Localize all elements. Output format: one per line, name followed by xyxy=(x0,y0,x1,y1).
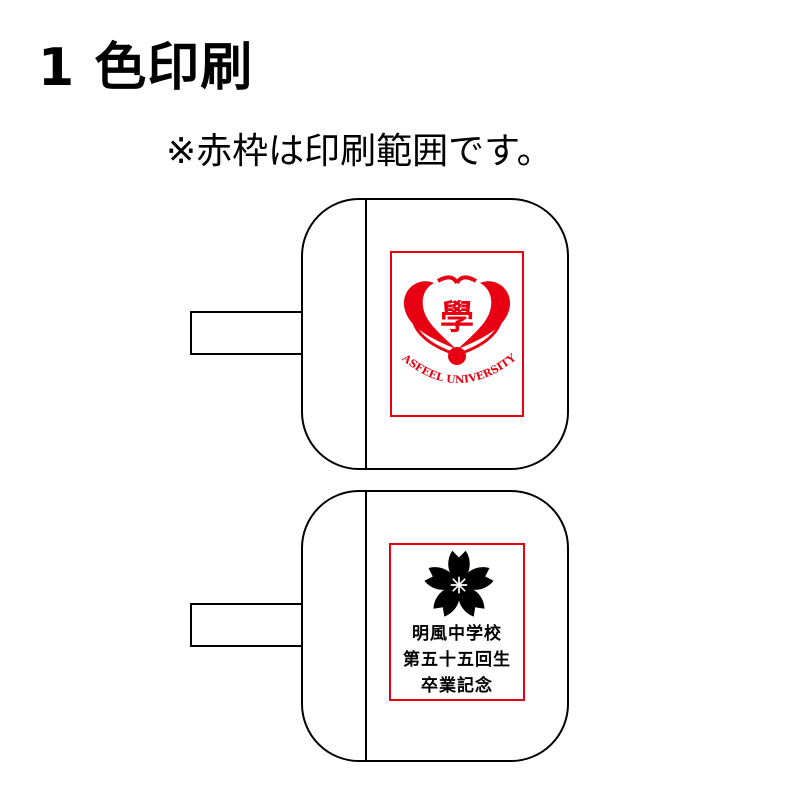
strap-tab xyxy=(190,311,308,355)
commemorative-text: 明風中学校 第五十五回生 卒業記念 xyxy=(391,621,523,699)
print-line-2: 第五十五回生 xyxy=(403,650,511,670)
emblem-glyph: 學 xyxy=(440,298,474,338)
university-emblem-logo: 學 ASFEEL UNIVERSITY xyxy=(399,275,519,386)
print-line-3: 卒業記念 xyxy=(421,676,493,696)
seam-line xyxy=(365,490,367,762)
sakura-icon xyxy=(424,550,494,617)
print-area-frame: 學 ASFEEL UNIVERSITY xyxy=(390,251,524,417)
emblem-inner-right xyxy=(455,275,478,285)
product-mockup-2: 明風中学校 第五十五回生 卒業記念 xyxy=(190,490,570,762)
emblem-inner-left xyxy=(436,275,459,285)
emblem-arc-right xyxy=(461,314,504,355)
strap-tab xyxy=(190,603,308,647)
seam-line xyxy=(365,198,367,470)
print-area-note: ※赤枠は印刷範囲です。 xyxy=(166,131,553,172)
page-title: 1 色印刷 xyxy=(38,38,254,98)
emblem-dot xyxy=(448,347,466,365)
print-line-1: 明風中学校 xyxy=(412,624,502,644)
print-area-frame: 明風中学校 第五十五回生 卒業記念 xyxy=(389,543,525,701)
product-mockup-1: 學 ASFEEL UNIVERSITY xyxy=(190,198,570,470)
emblem-heart-right xyxy=(458,281,511,349)
emblem-arc-left xyxy=(410,314,453,355)
emblem-heart-left xyxy=(403,281,456,349)
